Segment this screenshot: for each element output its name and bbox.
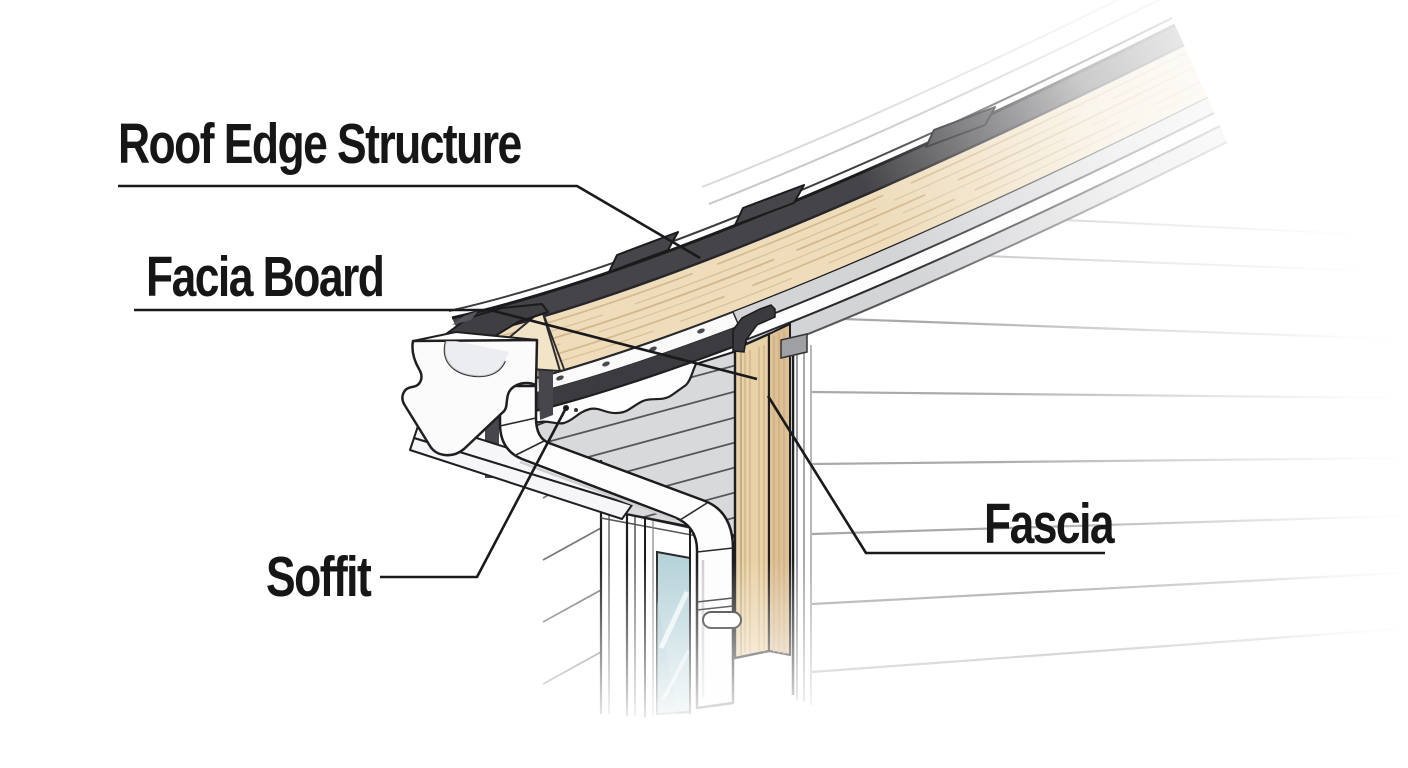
leader-soffit	[380, 407, 568, 579]
leader-soffit-dot	[563, 405, 569, 411]
leader-lines	[118, 184, 1105, 579]
leader-roof-edge-structure	[118, 184, 701, 260]
leader-fascia	[766, 395, 1105, 555]
leader-facia-board	[134, 308, 758, 381]
fade-overlay-right	[1270, 0, 1408, 768]
label-fascia: Fascia	[984, 492, 1115, 556]
label-roof-edge-structure: Roof Edge Structure	[118, 112, 522, 176]
label-soffit: Soffit	[266, 545, 372, 609]
fade-overlay-bottom	[0, 540, 1408, 768]
label-facia-board: Facia Board	[146, 245, 385, 309]
